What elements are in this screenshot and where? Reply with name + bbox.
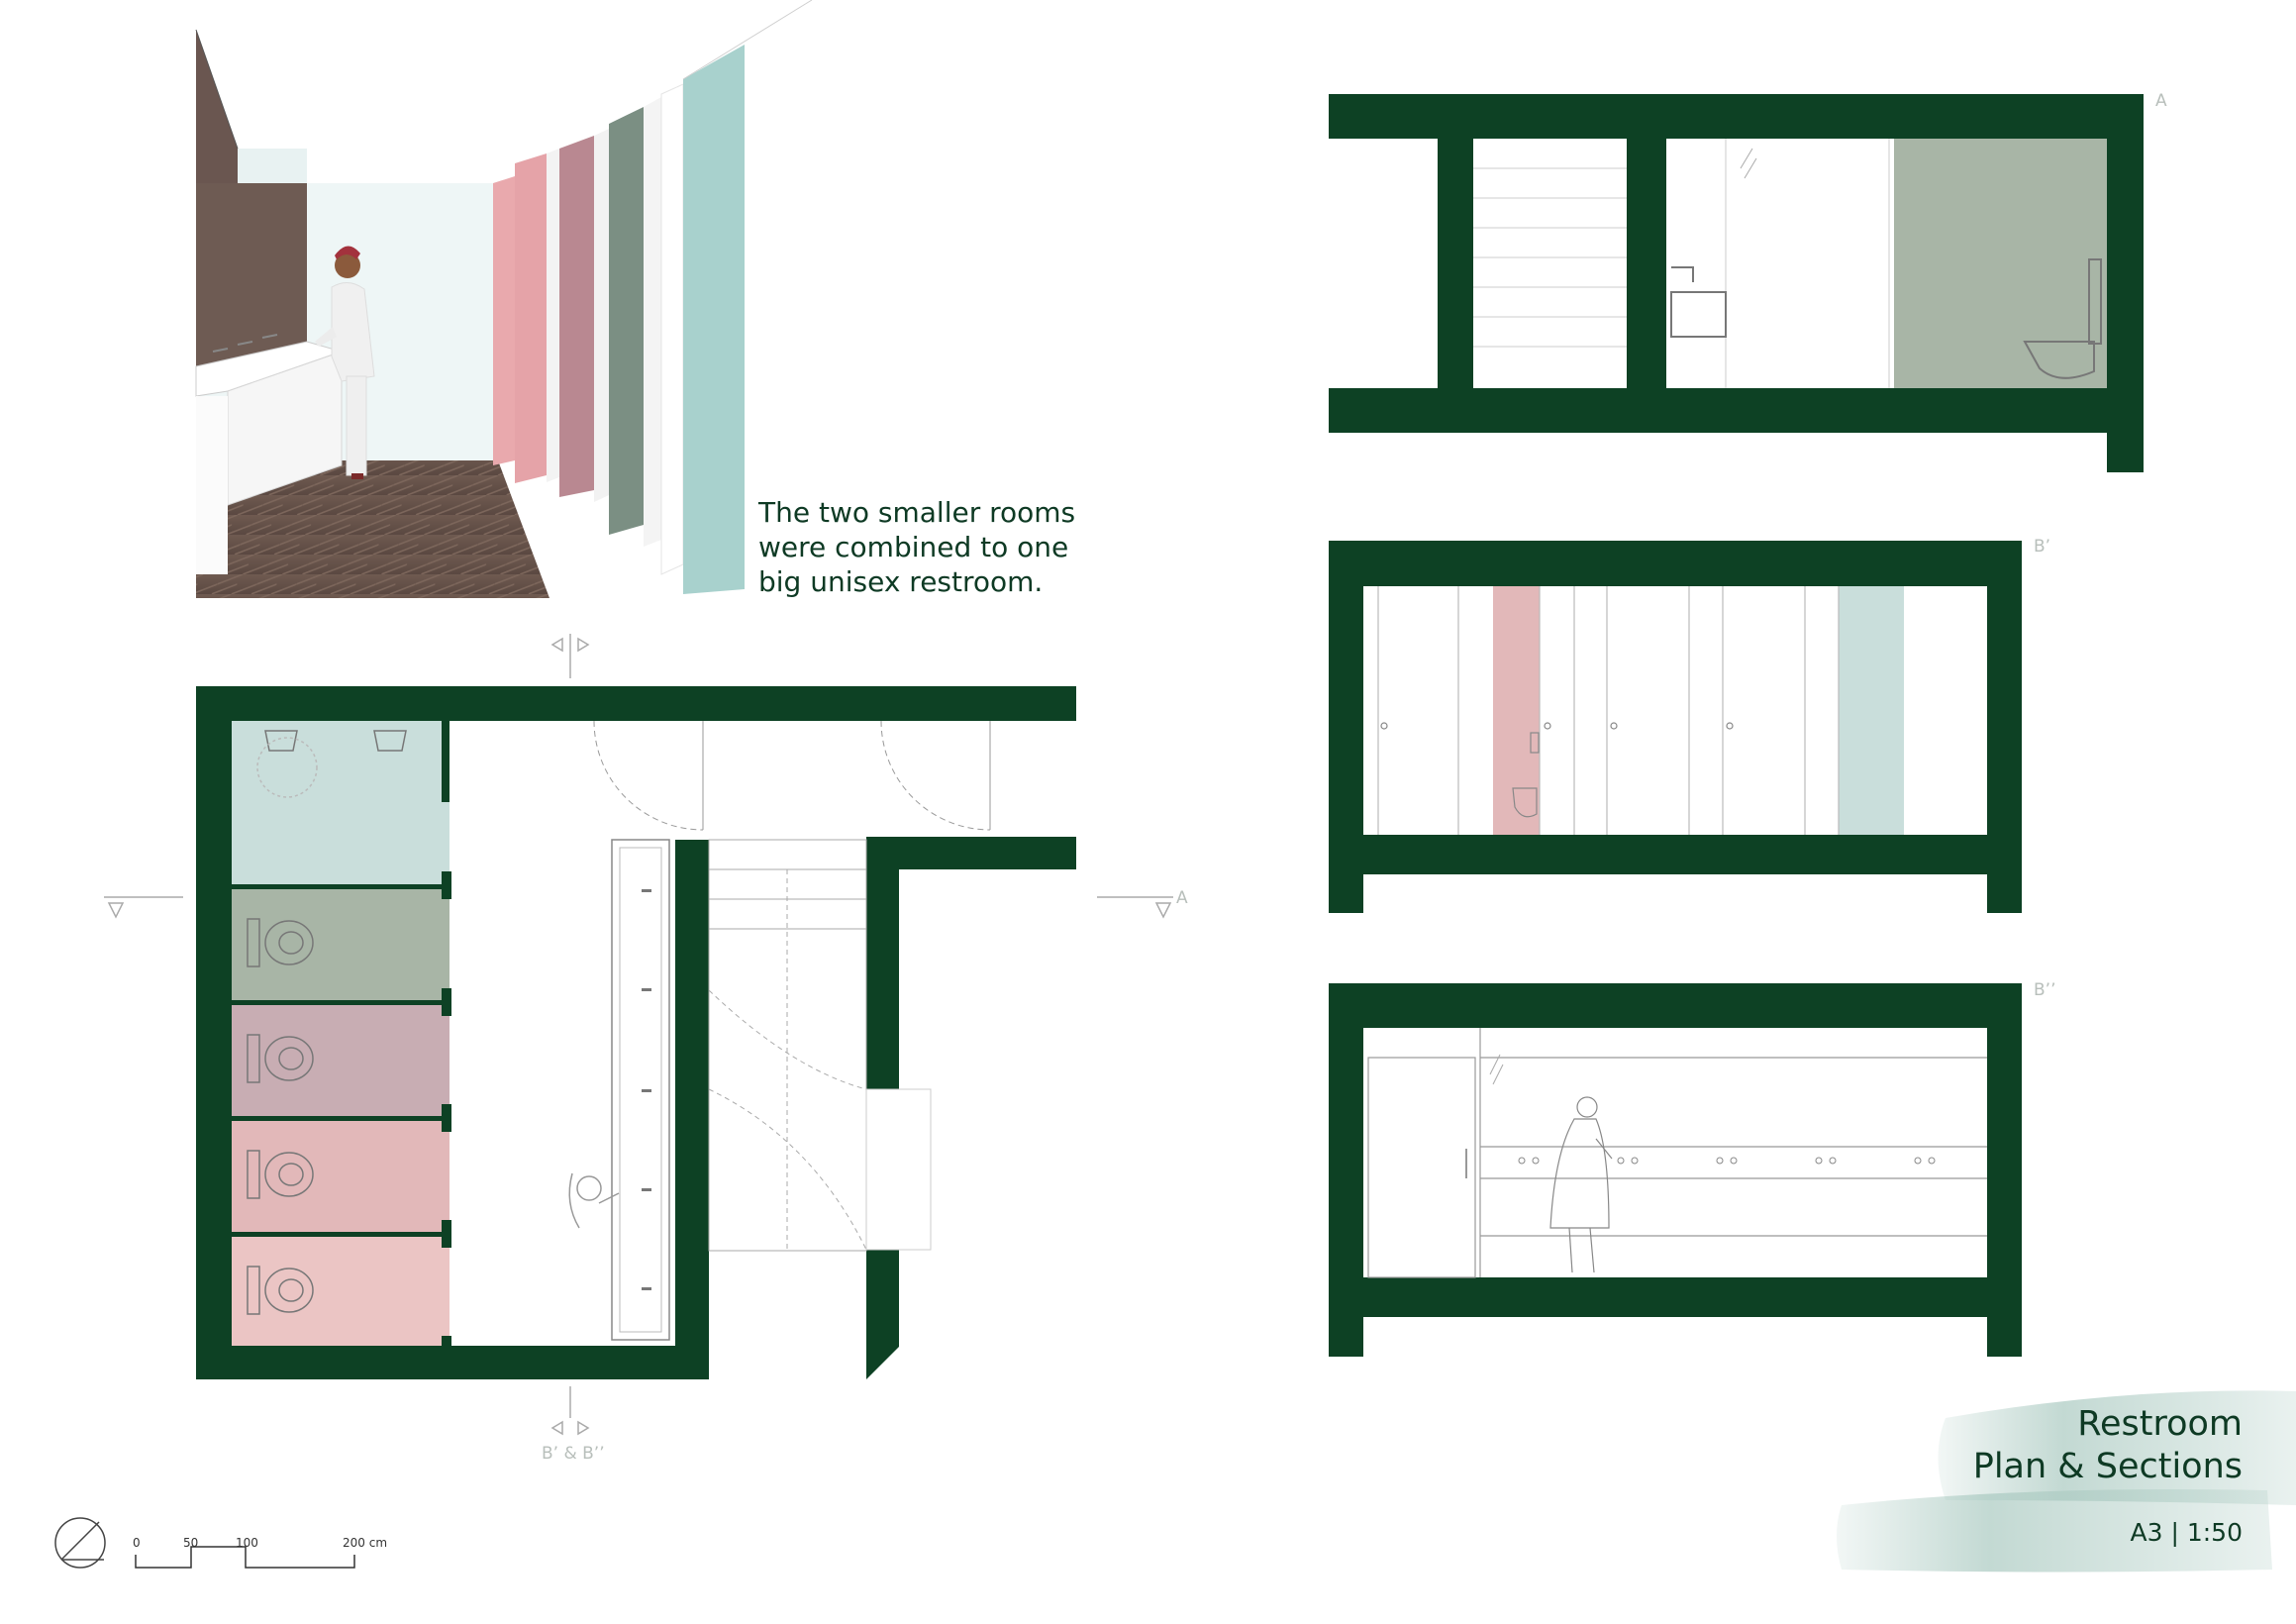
section-markers	[104, 634, 1173, 1436]
toilet-icon	[256, 730, 407, 798]
caption-line: The two smaller rooms	[758, 496, 1076, 529]
scale-tick-50: 50	[183, 1536, 198, 1550]
toilet-icon	[247, 1266, 314, 1315]
vanity-counter	[611, 839, 670, 1341]
title-block: Restroom Plan & Sections A3 | 1:50	[1973, 1403, 2243, 1547]
render-caption: The two smaller rooms were combined to o…	[758, 495, 1135, 599]
toilet-icon	[247, 1150, 314, 1199]
staircase	[708, 839, 932, 1252]
section-b-double-prime	[1329, 983, 2022, 1357]
cubicle-accessible	[232, 721, 449, 884]
stair-walls	[866, 837, 1076, 1089]
interior-perspective-render	[195, 0, 813, 598]
toilet-icon	[247, 918, 314, 967]
scale-tick-100: 100	[236, 1536, 258, 1550]
scale-tick-200: 200 cm	[343, 1536, 387, 1550]
north-arrow-icon	[54, 1517, 106, 1569]
person-plan-icon	[568, 1172, 620, 1229]
tap-icons	[642, 889, 651, 1290]
cubicle-mauve	[232, 1005, 449, 1116]
toilet-icon	[247, 1034, 314, 1083]
section-label-b-prime: B’	[2034, 537, 2051, 557]
caption-line: were combined to one	[758, 531, 1069, 563]
plan-cut-label-b: B’ & B’’	[542, 1444, 605, 1464]
section-label-b-double-prime: B’’	[2034, 980, 2056, 1000]
cubicle-pink	[232, 1121, 449, 1232]
person-elevation-icon	[1549, 1096, 1613, 1273]
title-brush-stroke	[1837, 1390, 2296, 1573]
person-figure	[315, 246, 375, 479]
section-a	[1329, 94, 2144, 472]
section-b-prime	[1329, 541, 2022, 913]
scale-tick-0: 0	[133, 1536, 141, 1550]
caption-line: big unisex restroom.	[758, 565, 1044, 598]
title-line-2: Plan & Sections	[1972, 1447, 2243, 1486]
floor-plan	[104, 634, 1173, 1436]
scale-bar: 0 50 100 200 cm	[133, 1536, 387, 1569]
cubicle-blush	[232, 1237, 449, 1346]
plan-cut-label-a: A	[1176, 888, 1188, 908]
title-line-1: Restroom	[2077, 1404, 2243, 1444]
sheet-scale: A3 | 1:50	[2130, 1518, 2243, 1547]
cubicle-sage	[232, 889, 449, 1000]
section-label-a: A	[2155, 91, 2167, 111]
